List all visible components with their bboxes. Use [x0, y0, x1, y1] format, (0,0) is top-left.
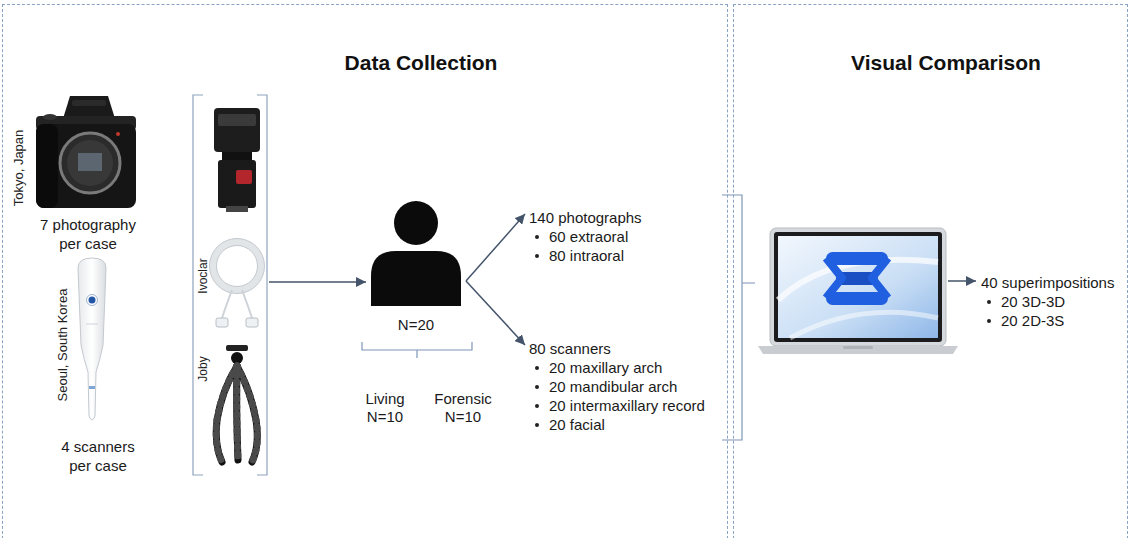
- list-heading: 40 superimpositions: [981, 273, 1114, 292]
- list-row: 20 2D-3S: [981, 311, 1114, 330]
- count-label: N=10: [445, 407, 481, 426]
- group-bracket: [362, 342, 472, 358]
- count-label: N=10: [367, 407, 403, 426]
- list-row: 20 facial: [529, 415, 705, 434]
- panel-title: Visual Comparison: [851, 51, 1041, 75]
- location-label: Seoul, South Korea: [55, 289, 70, 402]
- list-row: 80 intraoral: [529, 246, 642, 265]
- tripod-illustration: [216, 345, 257, 462]
- list-row: 20 3D-3D: [981, 292, 1114, 311]
- list-item: 80 intraoral: [549, 247, 624, 264]
- arrow-connector: [466, 214, 525, 281]
- group-label: Forensic: [434, 389, 492, 408]
- arrow-connector: [466, 281, 525, 345]
- panel-title: Data Collection: [345, 51, 498, 75]
- section-panel: Visual Comparison 40 superimpositions20 3…: [733, 4, 1128, 538]
- sample-person: N=20: [366, 196, 466, 336]
- caption: 7 photography per case: [32, 215, 144, 253]
- list-item: 20 3D-3D: [1001, 293, 1065, 310]
- list-row: 20 maxillary arch: [529, 358, 705, 377]
- list-item: 20 facial: [549, 416, 605, 433]
- result-list: 40 superimpositions20 3D-3D 20 2D-3S: [977, 273, 1118, 330]
- list-item: 60 extraoral: [549, 228, 628, 245]
- bullet-dot: [535, 254, 539, 258]
- brand-label: Joby: [196, 356, 210, 381]
- flash-illustration: [214, 108, 260, 212]
- list-heading: 140 photographs: [529, 208, 642, 227]
- equipment-bracket: IvoclarJoby: [191, 93, 269, 477]
- bullet-dot: [535, 404, 539, 408]
- brand-label: Ivoclar: [196, 258, 210, 293]
- group-label: Living: [365, 389, 404, 408]
- list-heading: 80 scanners: [529, 339, 705, 358]
- bullet-dot: [535, 235, 539, 239]
- list-item: 20 2D-3S: [1001, 312, 1064, 329]
- list-item: 20 intermaxillary record: [549, 397, 705, 414]
- bullet-dot: [987, 300, 991, 304]
- list-item: 20 mandibular arch: [549, 378, 677, 395]
- list-row: 60 extraoral: [529, 227, 642, 246]
- list-item: 20 maxillary arch: [549, 359, 662, 376]
- bullet-dot: [535, 385, 539, 389]
- camera-illustration: [36, 96, 136, 208]
- caption: 4 scanners per case: [53, 437, 143, 475]
- person-icon: [366, 196, 466, 336]
- bullet-dot: [535, 366, 539, 370]
- arrow-connector: [269, 281, 366, 283]
- list-row: 20 mandibular arch: [529, 377, 705, 396]
- output-list: 80 scanners20 maxillary arch 20 mandibula…: [525, 339, 709, 434]
- bullet-dot: [987, 319, 991, 323]
- merge-bracket: [722, 195, 755, 440]
- list-row: 20 intermaxillary record: [529, 396, 705, 415]
- output-arrow: [948, 280, 976, 282]
- bullet-dot: [535, 423, 539, 427]
- output-list: 140 photographs60 extraoral 80 intraoral: [525, 208, 646, 265]
- scanner-illustration: [78, 258, 106, 420]
- ring-light-illustration: [210, 239, 265, 328]
- location-label: Tokyo, Japan: [11, 130, 26, 207]
- count-label: N=20: [366, 316, 466, 334]
- laptop-illustration: [758, 228, 958, 354]
